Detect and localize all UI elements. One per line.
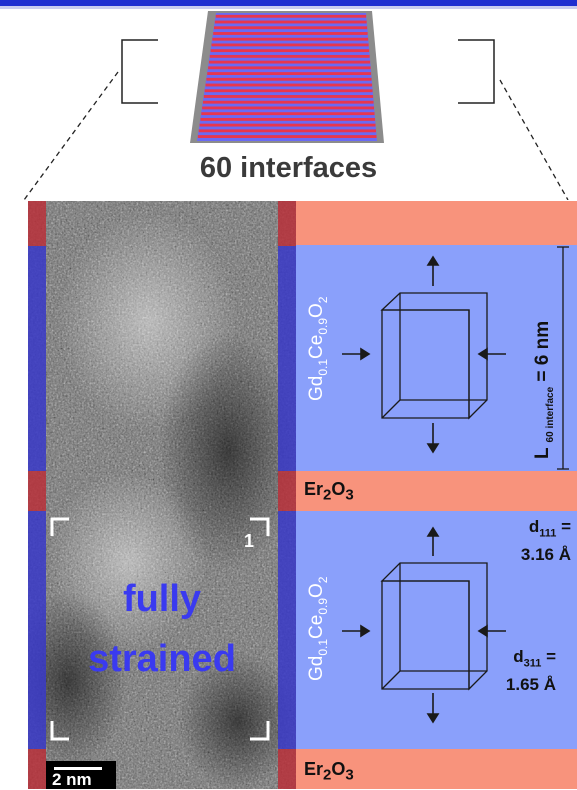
fully-label: fully [122,578,202,620]
interface-stripe [209,54,370,58]
gdc-layer-lower [296,511,577,749]
interface-stripe [214,26,368,30]
interfaces-count-label: 60 interfaces [199,152,378,184]
er2o3-layer-bottom [296,749,577,789]
interface-stripe [199,123,376,127]
top-accent-bar [0,0,577,6]
interface-stripe [211,43,369,47]
unit-cell-lower [380,562,488,691]
interface-stripe [213,32,368,35]
interface-stripe [202,106,375,110]
tem-edge-gdc-lower-right [278,511,296,749]
layer-schematic-panel: Er2O3 Er2O3 Gd0.1Ce0.9O2 Gd0.1Ce0.9O2 [296,201,577,789]
scale-bar-line [54,767,102,770]
er2o3-layer-middle [296,471,577,511]
interface-stripe [198,129,377,133]
thickness-bracket [557,246,569,470]
tem-edge-er2o3-top [28,201,46,246]
interface-stripe [197,135,377,138]
interface-stripe [201,112,375,116]
tem-edge-er2o3-bottom-right [278,749,296,789]
interface-stripe [215,14,367,18]
strain-arrows [342,255,506,724]
tem-image [28,201,296,789]
interface-stripe [207,72,372,75]
interface-stripe [200,117,376,121]
gdc-layer-upper [296,245,577,471]
right-zoom-bracket [458,39,495,104]
d311-label: d311 =1.65 Å [505,647,556,695]
interface-stripe [202,100,374,104]
region-marker-number: 1 [244,531,255,551]
scale-bar-label: 2 nm [52,770,92,789]
unit-cell-diagrams [342,246,569,724]
interface-stripe [205,83,373,87]
interface-stripes [197,14,377,138]
thickness-label: L 60 interface = 6 nm [532,320,556,459]
tem-edge-er2o3-mid [28,471,46,511]
er2o3-label-bottom: Er2O3 [304,759,354,784]
tem-edge-gdc-upper [28,246,46,471]
unit-cell-upper [380,292,488,420]
interface-stripe [208,60,371,64]
strained-label: strained [88,638,236,680]
tem-edge-gdc-lower [28,511,46,749]
interface-stripe [210,49,370,53]
right-zoom-line [499,79,569,200]
interface-stripe [208,66,371,70]
interface-stripe [203,95,374,98]
scale-bar: 2 nm [46,761,116,789]
multilayer-stack-schematic [23,11,569,200]
er2o3-label-middle: Er2O3 [304,479,354,504]
tem-edge-gdc-upper-right [278,246,296,471]
interface-stripe [206,77,372,81]
strained-region-corners [50,517,270,741]
d111-label: d111 =3.16 Å [520,517,571,565]
interface-stripe [204,89,373,93]
er2o3-layer-top [296,201,577,245]
tem-edge-er2o3-mid-right [278,471,296,511]
top-accent-bar-shadow [0,6,577,9]
tem-edge-er2o3-bottom [28,749,46,789]
interface-stripe [214,20,367,24]
tem-edge-er2o3-top-right [278,201,296,246]
left-zoom-bracket [121,39,158,104]
interface-stripe [212,37,369,41]
tem-micrograph: 1 fully strained 2 nm [28,201,296,789]
